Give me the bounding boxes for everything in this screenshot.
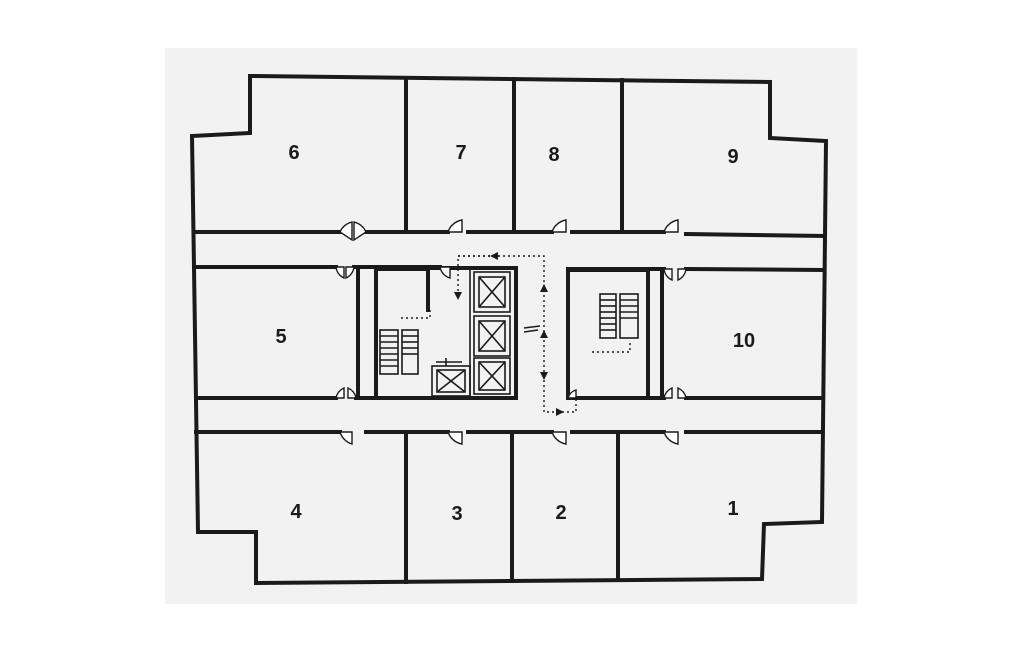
building-outline: [189, 73, 829, 586]
evacuation-route: [400, 252, 631, 416]
elevator-4: [431, 365, 471, 397]
route-arrow-down: [454, 292, 462, 300]
stairwell-left: [379, 329, 419, 375]
route-arrow-up-2: [540, 330, 548, 338]
unit-label-1: 1: [727, 498, 738, 520]
unit-label-4: 4: [290, 501, 302, 523]
elevator-3: [473, 357, 511, 395]
doors: [335, 219, 687, 445]
unit-label-9: 9: [727, 146, 738, 168]
core-fixtures: [436, 325, 541, 366]
elevator-2: [473, 315, 511, 357]
unit-label-5: 5: [275, 326, 286, 348]
elevator-bank: [431, 268, 511, 398]
corridor-bottom-walls: [194, 396, 824, 434]
unit-label-6: 6: [288, 142, 299, 164]
unit-label-10: 10: [733, 330, 755, 352]
unit-label-3: 3: [451, 503, 462, 525]
unit-label-7: 7: [455, 142, 466, 164]
stairwell-right: [599, 293, 639, 339]
unit-label-8: 8: [548, 144, 559, 166]
unit-partitions: [404, 76, 624, 584]
unit-label-2: 2: [555, 502, 566, 524]
route-arrow-right: [556, 408, 564, 416]
route-arrow-up: [540, 284, 548, 292]
unit-labels: 6 7 8 9 5 10 4 3 2 1: [275, 142, 755, 525]
elevator-1: [473, 271, 511, 313]
route-arrow-down-2: [540, 372, 548, 380]
route-arrow-left: [490, 252, 498, 260]
core-walls: [356, 265, 664, 400]
